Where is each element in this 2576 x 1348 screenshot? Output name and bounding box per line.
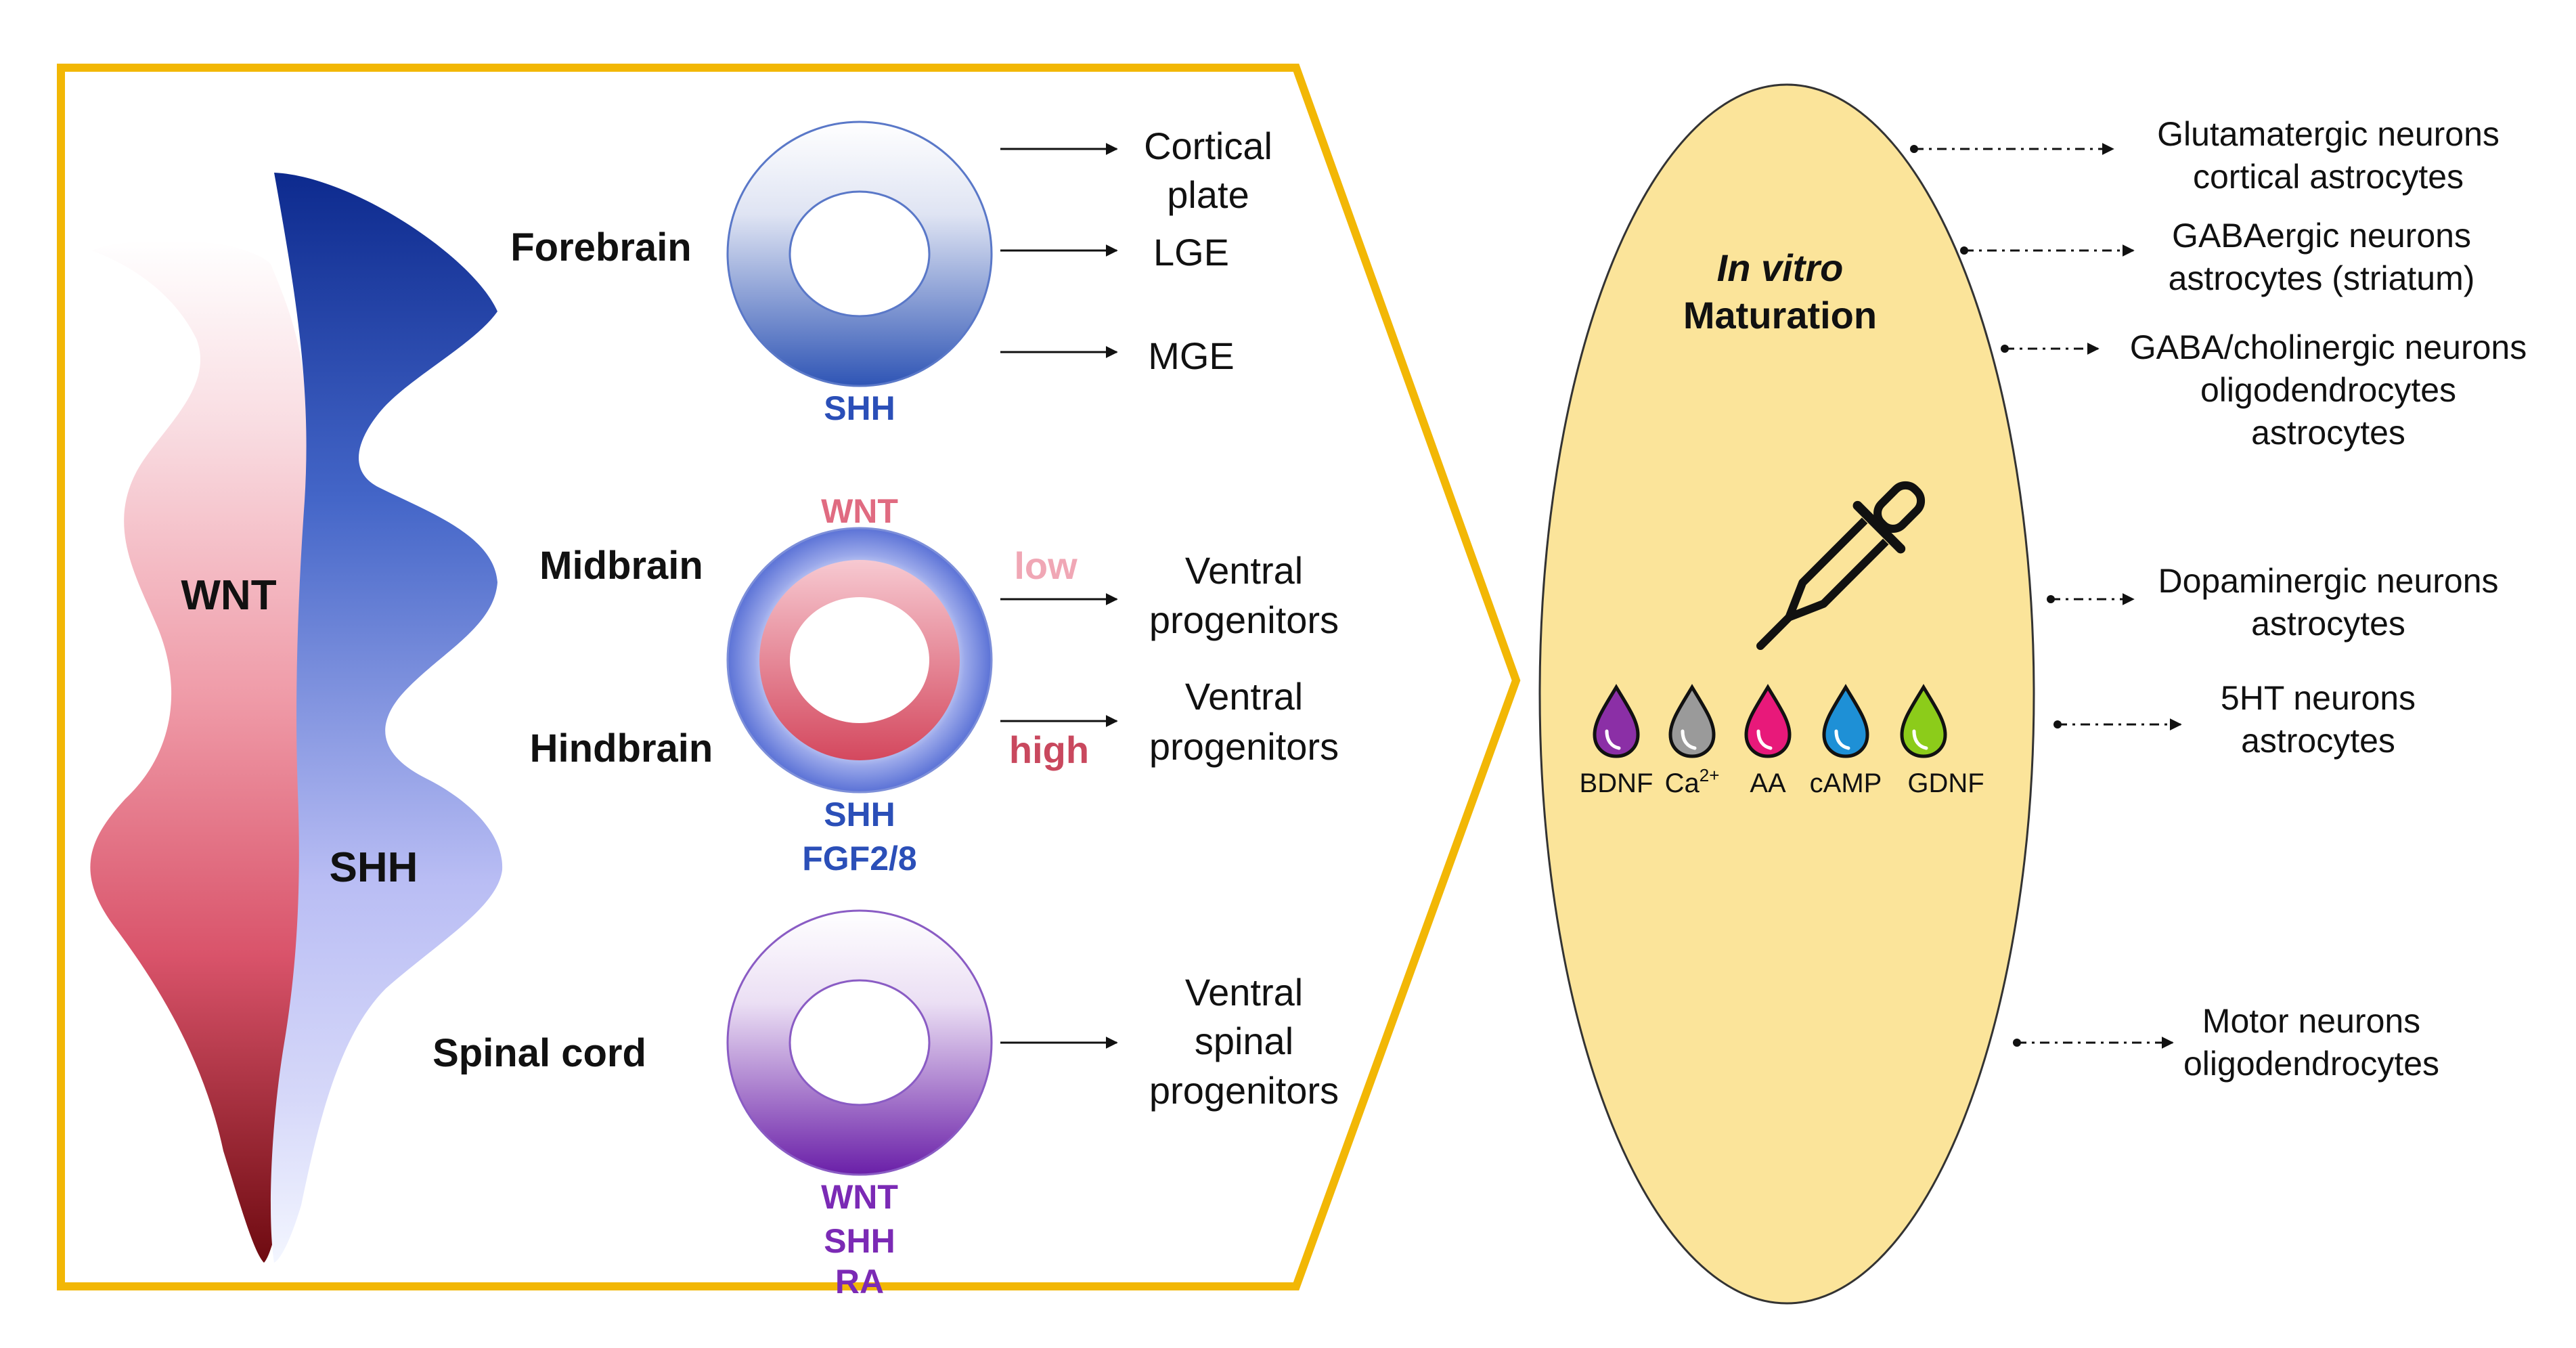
cortical-plate-label-2: plate — [1167, 173, 1249, 216]
spinal-ring-signal-ra: RA — [835, 1263, 884, 1301]
aa-drop-icon — [1744, 684, 1792, 758]
wnt-gradient-label: WNT — [181, 572, 276, 619]
outcome-5-line-2: astrocytes — [2241, 722, 2395, 760]
outcome-1-line-1: Glutamatergic neurons — [2157, 115, 2500, 153]
maturation-title: Maturation — [1683, 294, 1877, 336]
spinal-ring-signal-shh: SHH — [824, 1222, 895, 1260]
maturation-ellipse — [1538, 83, 2035, 1305]
dropper-icon — [1756, 481, 1926, 650]
low-label: low — [1014, 544, 1078, 587]
factor-bdnf: BDNF — [1580, 768, 1653, 798]
outcome-3-line-3: astrocytes — [2251, 414, 2405, 452]
outcome-4-line-1: Dopaminergic neurons — [2158, 562, 2498, 600]
spinal-ring — [726, 909, 993, 1176]
forebrain-label: Forebrain — [510, 225, 692, 269]
outcome-2-line-2: astrocytes (striatum) — [2169, 259, 2475, 297]
outcome-3-line-2: oligodendrocytes — [2200, 371, 2456, 409]
high-label: high — [1009, 729, 1089, 771]
outcome-3-line-1: GABA/cholinergic neurons — [2130, 328, 2527, 366]
lge-label: LGE — [1153, 231, 1229, 274]
outcome-1-line-2: cortical astrocytes — [2193, 158, 2464, 196]
wnt-gradient-shape — [90, 240, 312, 1263]
ventral-progenitors-mid-2: progenitors — [1149, 599, 1339, 641]
gdnf-drop-icon — [1900, 684, 1947, 758]
mid-hind-ring — [726, 527, 993, 793]
ventral-spinal-progenitors-2: spinal — [1195, 1020, 1293, 1062]
spinal-ring-signal-wnt: WNT — [821, 1178, 898, 1216]
factor-ca-base: Ca — [1665, 768, 1700, 798]
outcome-5-line-1: 5HT neurons — [2221, 679, 2416, 717]
bdnf-drop-icon — [1593, 684, 1640, 758]
outcome-arrows — [1910, 143, 2182, 1049]
ca-drop-icon — [1668, 684, 1716, 758]
outcome-2-line-1: GABAergic neurons — [2172, 217, 2471, 255]
mid-ring-signal-fgf: FGF2/8 — [802, 840, 916, 877]
hindbrain-label: Hindbrain — [530, 726, 713, 770]
camp-drop-icon — [1822, 684, 1869, 758]
ventral-progenitors-hind-1: Ventral — [1185, 675, 1303, 718]
frame-chevron — [57, 64, 1521, 1290]
ventral-progenitors-hind-2: progenitors — [1149, 725, 1339, 768]
forebrain-ring-signal: SHH — [824, 389, 895, 427]
outcome-6-line-1: Motor neurons — [2202, 1002, 2420, 1040]
factor-gdnf: GDNF — [1907, 768, 1984, 798]
factor-aa: AA — [1750, 768, 1786, 798]
outcome-4-line-2: astrocytes — [2251, 605, 2405, 643]
ventral-spinal-progenitors-3: progenitors — [1149, 1069, 1339, 1112]
ventral-progenitors-mid-1: Ventral — [1185, 549, 1303, 592]
mid-ring-signal-top: WNT — [821, 492, 898, 530]
mge-label: MGE — [1148, 334, 1235, 377]
forebrain-ring — [726, 121, 993, 387]
ventral-spinal-progenitors-1: Ventral — [1185, 971, 1303, 1014]
factor-camp: cAMP — [1810, 768, 1882, 798]
maturation-title-italic: In vitro — [1717, 246, 1844, 289]
factor-ca-superscript: 2+ — [1700, 765, 1720, 785]
shh-gradient-shape — [271, 173, 503, 1263]
factor-ca: Ca2+ — [1665, 765, 1720, 798]
outcome-6-line-2: oligodendrocytes — [2183, 1045, 2439, 1083]
mid-ring-signal-shh: SHH — [824, 796, 895, 833]
shh-gradient-label: SHH — [330, 844, 418, 891]
spinal-cord-label: Spinal cord — [432, 1031, 646, 1075]
cortical-plate-label-1: Cortical — [1144, 125, 1272, 167]
midbrain-label: Midbrain — [539, 544, 703, 588]
